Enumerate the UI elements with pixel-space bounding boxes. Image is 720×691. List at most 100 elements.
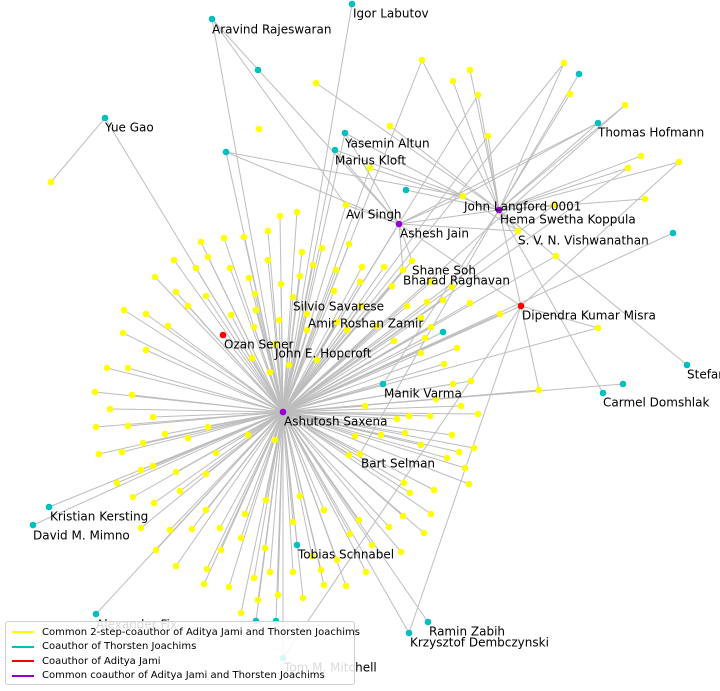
author-node <box>403 302 411 310</box>
coauthor-edge <box>282 411 422 446</box>
author-node <box>417 314 425 322</box>
author-node <box>200 580 208 588</box>
coauthor-edge <box>269 371 284 413</box>
author-node <box>453 344 461 352</box>
coauthor-edge <box>282 325 378 413</box>
author-node-5 <box>594 119 602 127</box>
coauthor-edge <box>452 80 500 211</box>
author-node <box>142 346 150 354</box>
author-node <box>226 264 234 272</box>
coauthor-edge <box>382 209 500 385</box>
author-label: David M. Mimno <box>33 529 130 543</box>
author-label: Igor Labutov <box>353 7 429 21</box>
author-label: John E. Hopcroft <box>274 347 372 361</box>
author-node <box>457 402 465 410</box>
author-node <box>293 208 301 216</box>
coauthor-edge <box>282 104 626 413</box>
author-node <box>440 360 448 368</box>
author-node-12 <box>399 266 407 274</box>
author-node-27 <box>424 618 432 626</box>
edge-layer <box>32 3 688 659</box>
author-node <box>393 415 401 423</box>
author-node <box>188 525 196 533</box>
coauthor-edge <box>282 411 367 573</box>
coauthor-edge <box>230 314 284 413</box>
coauthor-edge <box>211 18 284 413</box>
author-node <box>405 412 413 420</box>
author-node <box>92 423 100 431</box>
coauthor-edge <box>498 204 555 211</box>
coauthor-edge <box>282 411 356 437</box>
author-node <box>95 450 103 458</box>
author-node <box>47 178 55 186</box>
coauthor-edge <box>282 411 390 528</box>
author-node-3 <box>341 129 349 137</box>
author-node <box>139 439 147 447</box>
coauthor-edge <box>282 411 470 485</box>
coauthor-edge <box>154 276 284 413</box>
author-node <box>202 292 210 300</box>
author-node <box>120 306 128 314</box>
coauthor-edge <box>282 411 313 557</box>
coauthor-edge <box>282 305 362 413</box>
author-node <box>298 248 306 256</box>
coauthor-edge <box>282 204 347 413</box>
author-node <box>220 234 228 242</box>
author-node <box>566 90 574 98</box>
author-node <box>276 212 284 220</box>
author-node <box>362 568 370 576</box>
coauthor-edge <box>282 411 294 573</box>
author-node <box>418 56 426 64</box>
author-node <box>439 328 447 336</box>
coauthor-edge <box>225 151 400 225</box>
author-node-24 <box>29 521 37 529</box>
author-node <box>423 298 431 306</box>
author-node <box>266 368 274 376</box>
author-label: Manik Varma <box>384 387 462 401</box>
author-node <box>184 302 192 310</box>
coauthor-edge <box>145 313 284 413</box>
author-node <box>320 581 328 589</box>
author-node <box>355 516 363 524</box>
author-node <box>296 272 304 280</box>
author-node <box>118 448 126 456</box>
coauthor-edge <box>131 394 284 413</box>
author-label: Yue Gao <box>104 121 154 135</box>
coauthor-edge <box>282 411 325 586</box>
author-node <box>427 323 435 331</box>
coauthor-edge <box>498 209 519 232</box>
legend-label: Common 2-step-coauthor of Aditya Jami an… <box>42 626 360 638</box>
author-node <box>262 496 270 504</box>
coauthor-edge <box>498 122 599 211</box>
author-node <box>449 77 457 85</box>
author-node <box>377 431 385 439</box>
author-node <box>172 468 180 476</box>
coauthor-edge <box>275 411 284 622</box>
author-node <box>296 492 304 500</box>
author-label: Bart Selman <box>361 457 435 471</box>
author-node <box>427 510 435 518</box>
coauthor-edge <box>398 223 519 232</box>
author-node <box>669 229 677 237</box>
coauthor-edge <box>487 135 500 211</box>
coauthor-edge <box>334 149 400 225</box>
author-label: Yasemin Altun <box>344 137 430 151</box>
author-node <box>106 405 114 413</box>
legend-swatch-cyan <box>12 645 34 648</box>
coauthor-edge <box>421 59 500 211</box>
author-node <box>216 524 224 532</box>
author-node <box>474 410 482 418</box>
author-node-21 <box>279 408 287 416</box>
coauthor-edge <box>109 408 284 413</box>
coauthor-edge <box>282 411 453 436</box>
author-node <box>227 311 235 319</box>
coauthor-edge <box>211 18 347 206</box>
author-node <box>333 318 341 326</box>
coauthor-edge <box>398 223 522 307</box>
coauthor-edge <box>247 411 284 436</box>
coauthor-edge <box>344 132 464 197</box>
author-label: S. V. N. Vishwanathan <box>518 234 649 248</box>
author-node <box>351 432 359 440</box>
author-node <box>250 323 258 331</box>
coauthor-edge <box>498 62 565 211</box>
